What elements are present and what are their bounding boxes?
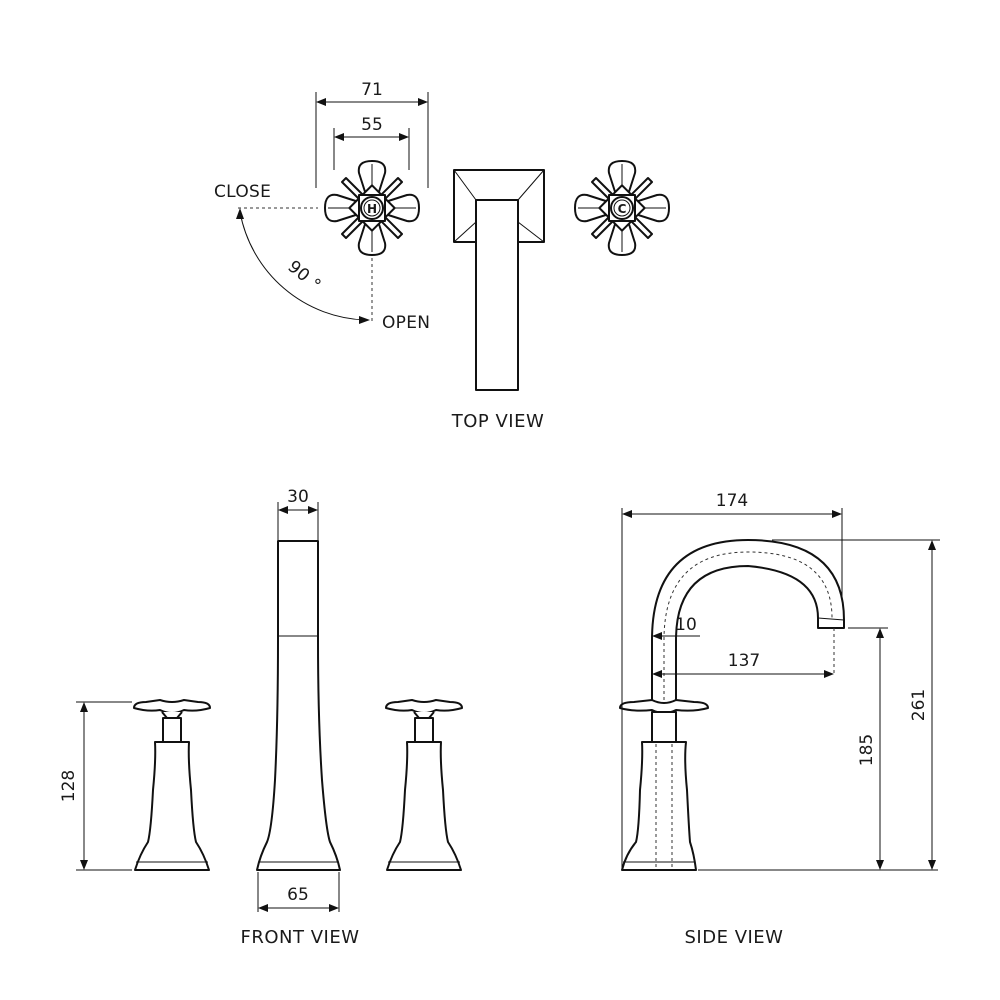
- front-left-tap: [133, 699, 211, 871]
- side-handle: [619, 699, 709, 871]
- dim-30-text: 30: [287, 487, 309, 507]
- dim-front-128: 128: [59, 701, 132, 871]
- dim-128-text: 128: [59, 770, 79, 802]
- dim-side-261: 261: [772, 539, 940, 870]
- hot-label: H: [367, 202, 377, 216]
- dim-185-text: 185: [857, 734, 877, 766]
- spout-top: [453, 169, 545, 391]
- open-label: OPEN: [382, 313, 430, 333]
- dim-137-text: 137: [728, 651, 760, 671]
- side-spout: [651, 539, 845, 709]
- dim-65-text: 65: [287, 885, 309, 905]
- dim-side-137: 137: [652, 628, 835, 678]
- dim-side-10: 10: [652, 615, 700, 640]
- dim-front-65: 65: [257, 872, 340, 912]
- dim-71-text: 71: [361, 80, 383, 100]
- cold-label: C: [618, 202, 627, 216]
- dim-front-30: 30: [277, 487, 319, 540]
- front-right-tap: [385, 699, 463, 871]
- angle-label: 90 °: [284, 257, 325, 296]
- close-label: CLOSE: [214, 182, 271, 202]
- dim-top-71: 71: [315, 80, 429, 188]
- dim-261-text: 261: [909, 689, 929, 721]
- side-view-title: SIDE VIEW: [685, 927, 784, 948]
- dim-174-text: 174: [716, 491, 748, 511]
- cold-handle-top: C: [574, 160, 670, 256]
- front-spout: [256, 540, 341, 871]
- front-view-title: FRONT VIEW: [240, 927, 359, 948]
- side-view: 174 10 137 185: [619, 491, 940, 948]
- top-view: H C 71 55: [214, 80, 670, 432]
- front-view: 30 65 128 FRONT VIEW: [59, 487, 463, 948]
- dim-10-text: 10: [675, 615, 697, 635]
- dim-55-text: 55: [361, 115, 383, 135]
- dim-side-185: 185: [698, 627, 938, 871]
- dim-side-174: 174: [621, 491, 843, 868]
- rotation-indicator: CLOSE OPEN 90 °: [214, 182, 430, 333]
- hot-handle-top: H: [324, 160, 420, 256]
- dim-top-55: 55: [333, 115, 410, 170]
- top-view-title: TOP VIEW: [451, 411, 545, 432]
